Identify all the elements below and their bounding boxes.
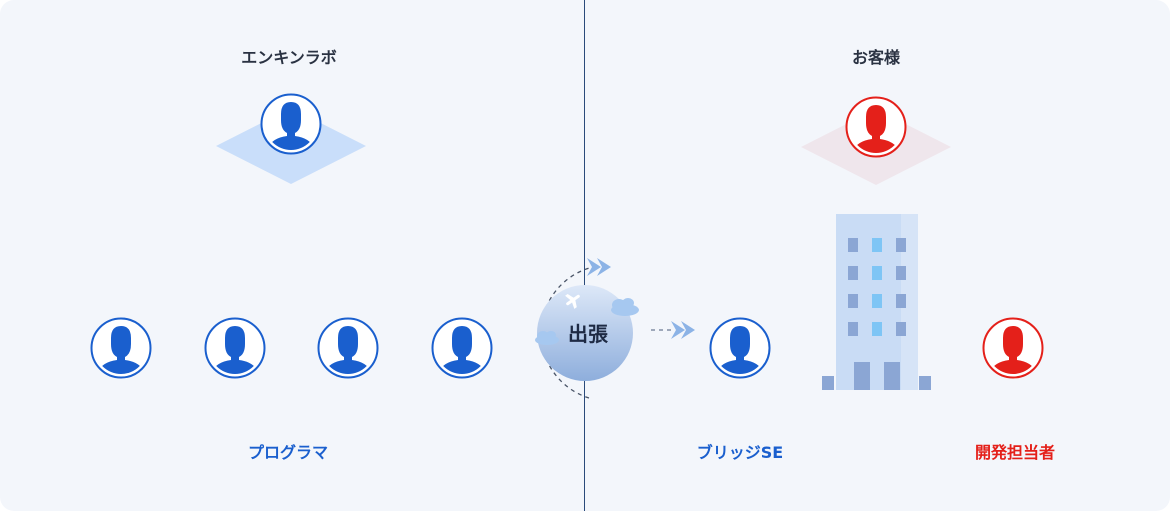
programmer-label: プログラマ [247, 443, 329, 462]
arrow-icon [671, 321, 695, 339]
arrow-icon [587, 258, 611, 276]
travel-graphic: 出張 [535, 258, 695, 399]
globe [537, 285, 633, 381]
divider-line [584, 0, 585, 511]
person-icon [204, 317, 266, 379]
person-icon [845, 96, 907, 158]
person-icon [317, 317, 379, 379]
bridge-se-label: ブリッジSE [696, 443, 784, 462]
person-icon [709, 317, 771, 379]
cloud-icon [535, 331, 559, 345]
right-title: お客様 [851, 48, 901, 67]
person-icon [982, 317, 1044, 379]
person-icon [260, 93, 322, 155]
person-icon [431, 317, 493, 379]
left-title: エンキンラボ [241, 48, 337, 67]
airplane-icon [565, 294, 580, 309]
developer-label: 開発担当者 [974, 443, 1056, 462]
person-icon [90, 317, 152, 379]
building-icon [822, 214, 931, 390]
globe-label: 出張 [568, 322, 609, 346]
cloud-icon [611, 298, 639, 316]
